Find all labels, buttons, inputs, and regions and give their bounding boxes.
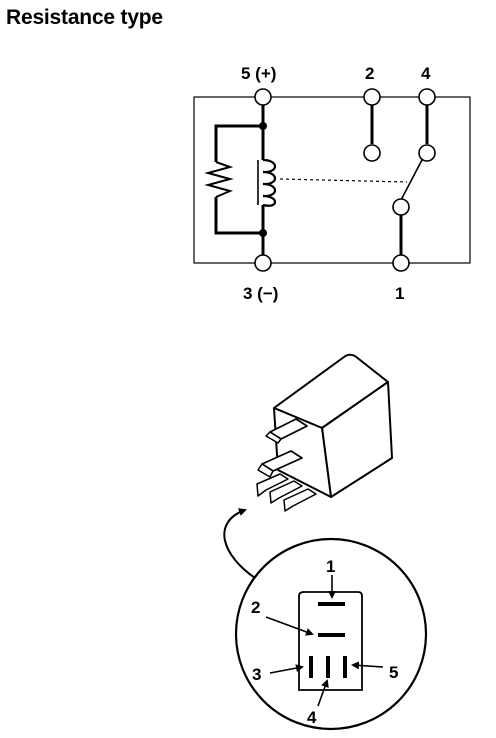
terminal-3-label: 3 (−) xyxy=(243,284,278,303)
pin-3-label: 3 xyxy=(252,665,261,684)
pin-3-leader xyxy=(269,664,304,674)
pin-1-label: 1 xyxy=(326,557,335,576)
relay-pin xyxy=(283,488,317,512)
page-title: Resistance type xyxy=(6,6,163,29)
terminal-1-label: 1 xyxy=(395,284,404,303)
terminal-5-label: 5 (+) xyxy=(241,64,276,83)
pin-4-leader xyxy=(317,679,329,707)
pin-5-leader xyxy=(351,661,384,670)
view-direction-arrow xyxy=(223,508,259,581)
terminal-2-label: 2 xyxy=(365,64,374,83)
terminal-circles xyxy=(254,88,436,272)
relay-body-icon xyxy=(256,353,393,512)
relay-pin xyxy=(257,463,274,478)
terminal-4-label: 4 xyxy=(421,64,431,83)
relay-schematic xyxy=(193,88,471,272)
relay-pin xyxy=(256,473,289,497)
pin-2-label: 2 xyxy=(251,598,260,617)
pin-4-label: 4 xyxy=(307,708,317,727)
resistor-icon xyxy=(204,124,263,235)
mechanical-link-line xyxy=(279,178,408,183)
pin-5-label: 5 xyxy=(389,663,398,682)
schematic-border xyxy=(193,96,471,264)
relay-switch-icon xyxy=(363,104,436,255)
connector-view xyxy=(234,537,428,731)
pin-2-leader xyxy=(265,616,314,636)
relay-pin xyxy=(265,431,282,444)
relay-pin xyxy=(269,480,303,504)
relay-coil-icon xyxy=(257,96,277,263)
